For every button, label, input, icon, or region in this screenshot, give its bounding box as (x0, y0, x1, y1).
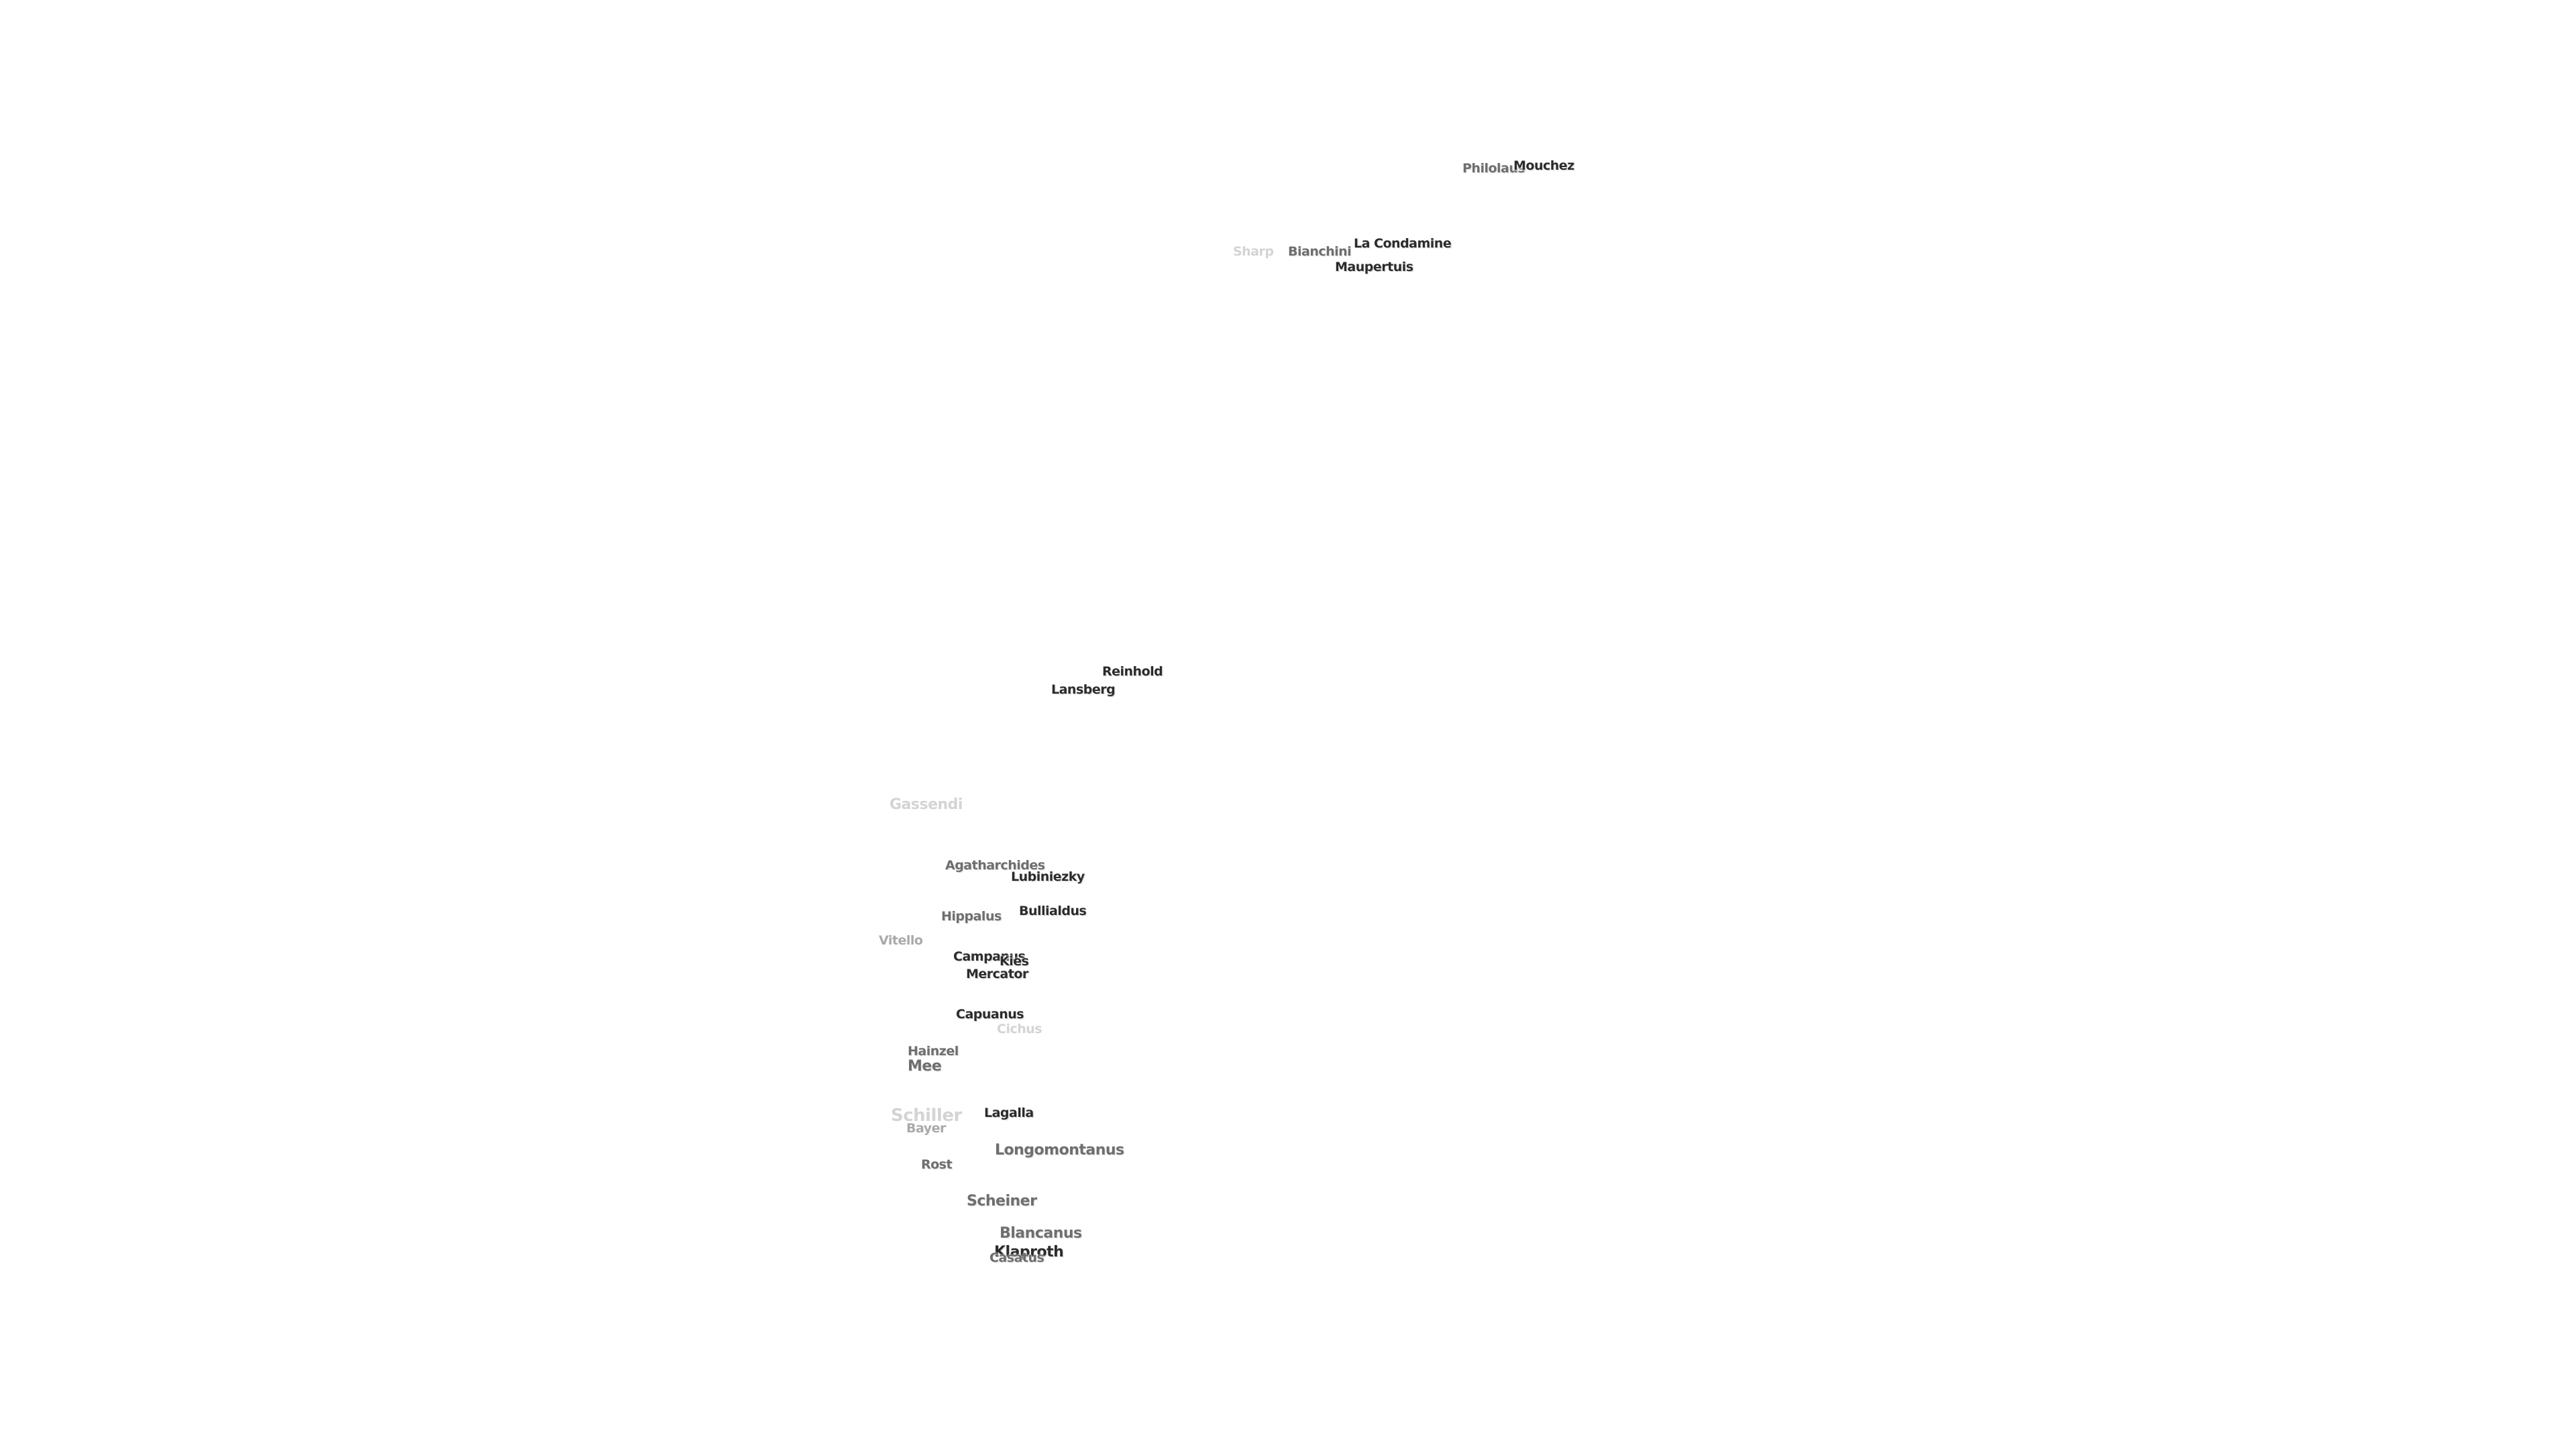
crater-label-longomontanus[interactable]: Longomontanus (995, 1142, 1124, 1159)
crater-label-vitello[interactable]: Vitello (879, 933, 923, 948)
crater-label-capuanus[interactable]: Capuanus (956, 1007, 1024, 1022)
crater-label-rost[interactable]: Rost (921, 1157, 953, 1172)
crater-label-reinhold[interactable]: Reinhold (1102, 664, 1163, 679)
crater-label-lagalla[interactable]: Lagalla (984, 1106, 1034, 1120)
crater-label-philolaus[interactable]: Philolaus (1462, 161, 1525, 176)
crater-label-maupertuis[interactable]: Maupertuis (1335, 260, 1413, 274)
crater-label-hippalus[interactable]: Hippalus (941, 909, 1002, 924)
crater-label-hainzel[interactable]: Hainzel (908, 1044, 959, 1059)
crater-label-cichus[interactable]: Cichus (997, 1022, 1042, 1036)
crater-label-lansberg[interactable]: Lansberg (1051, 682, 1116, 697)
crater-label-agatharchides[interactable]: Agatharchides (945, 858, 1045, 873)
crater-label-bullialdus[interactable]: Bullialdus (1019, 904, 1087, 918)
crater-label-campanus[interactable]: Campanus (953, 949, 1026, 964)
crater-label-sharp[interactable]: Sharp (1233, 244, 1274, 259)
crater-label-bianchini[interactable]: Bianchini (1288, 244, 1352, 259)
crater-label-schiller[interactable]: Schiller (891, 1106, 962, 1126)
crater-label-casatus[interactable]: Casatus (989, 1250, 1044, 1265)
crater-label-la-condamine[interactable]: La Condamine (1354, 236, 1452, 251)
crater-label-gassendi[interactable]: Gassendi (890, 796, 963, 813)
crater-label-mee[interactable]: Mee (908, 1058, 942, 1075)
crater-label-mercator[interactable]: Mercator (966, 967, 1028, 981)
crater-label-scheiner[interactable]: Scheiner (967, 1193, 1037, 1210)
crater-label-bayer[interactable]: Bayer (906, 1121, 946, 1136)
crater-label-blancanus[interactable]: Blancanus (1000, 1225, 1082, 1242)
crater-label-lubiniezky[interactable]: Lubiniezky (1011, 869, 1085, 884)
crater-label-mouchez[interactable]: Mouchez (1513, 158, 1574, 173)
crater-label-kies[interactable]: Kies (1000, 954, 1029, 969)
crater-label-klaproth[interactable]: Klaproth (994, 1244, 1064, 1260)
